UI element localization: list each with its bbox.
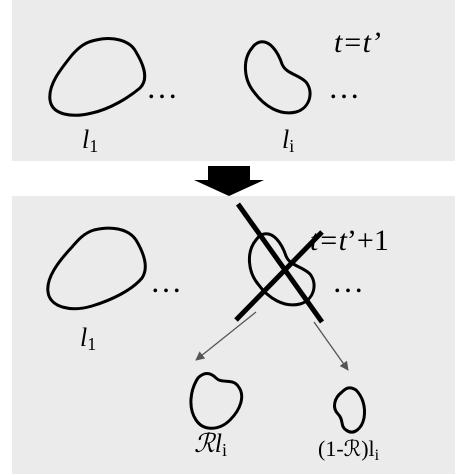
time-label-top: t=t’ bbox=[334, 26, 381, 59]
arrow-to-right-child bbox=[313, 321, 349, 371]
cross-line-2 bbox=[234, 230, 324, 322]
loop-li-bottom bbox=[248, 232, 316, 307]
ellipsis-bottom-1: … bbox=[150, 263, 182, 299]
loop-l1-bottom bbox=[46, 226, 147, 311]
label-li-top: li bbox=[282, 125, 294, 156]
ellipsis-bottom-2: … bbox=[332, 263, 364, 299]
label-l1-bottom: l1 bbox=[80, 323, 96, 354]
ellipsis-top-1: … bbox=[146, 69, 178, 105]
down-arrow-icon bbox=[194, 166, 264, 196]
cross-line-1 bbox=[235, 202, 325, 324]
ellipsis-top-2: … bbox=[328, 69, 360, 105]
loop-child-right bbox=[333, 386, 366, 434]
loop-child-left bbox=[189, 372, 244, 430]
label-split-right: (1-ℛ)li bbox=[318, 436, 380, 464]
label-l1-top: l1 bbox=[82, 125, 98, 156]
bottom-panel bbox=[12, 196, 455, 474]
time-label-bottom: t=t’+1 bbox=[310, 224, 389, 257]
loop-li-top bbox=[244, 40, 312, 115]
loop-l1-top bbox=[48, 37, 147, 117]
top-panel bbox=[12, 0, 455, 161]
arrow-to-left-child bbox=[195, 311, 257, 361]
label-split-left: ℛli bbox=[194, 429, 227, 460]
